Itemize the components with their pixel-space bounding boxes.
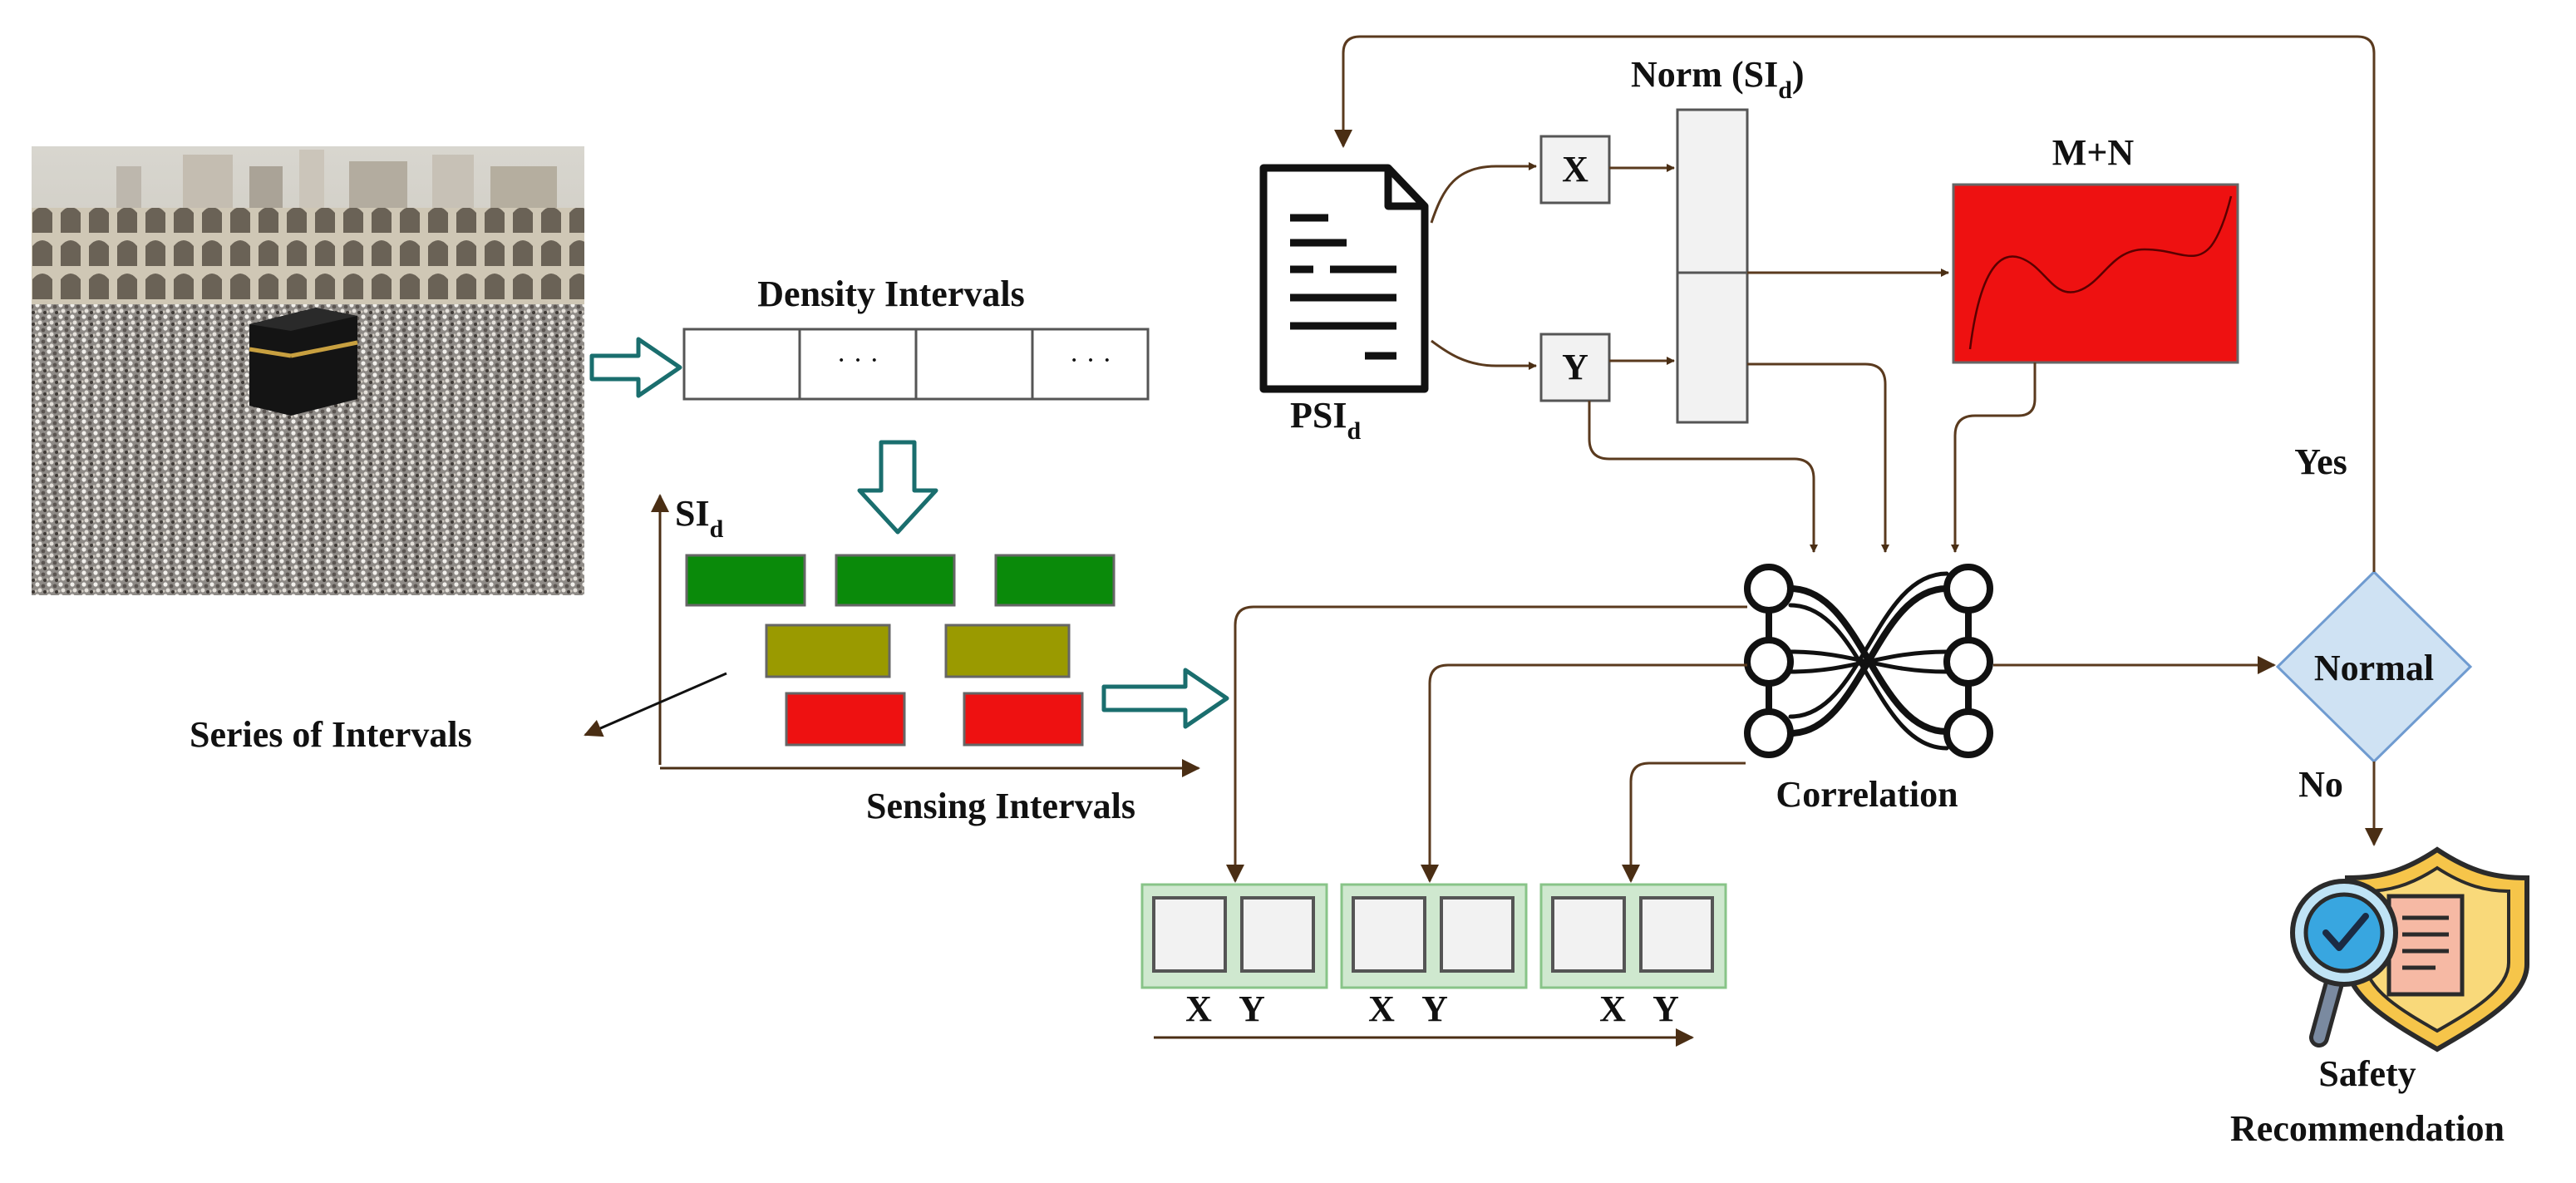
- safety-label-line2: Recommendation: [2230, 1108, 2505, 1149]
- teal-arrow-right-1: [589, 337, 682, 398]
- interval-row-olive: [765, 624, 1071, 678]
- m-plus-n-label: M+N: [2052, 132, 2135, 173]
- pair-3-y-label: Y: [1652, 988, 1679, 1029]
- photo-of-crowd: [32, 146, 584, 595]
- red-interval-2: [963, 692, 1084, 747]
- correlation-label: Correlation: [1776, 774, 1958, 815]
- flow-corr-to-pair-3: [1622, 762, 1746, 883]
- norm-column: [1676, 108, 1749, 424]
- series-of-intervals-label: Series of Intervals: [190, 714, 472, 755]
- flow-corr-to-pair-2: [1421, 663, 1747, 883]
- flow-doc-to-x: [1430, 162, 1537, 224]
- flow-doc-to-y: [1431, 339, 1537, 370]
- pair-2-x-label: X: [1368, 988, 1395, 1029]
- neural-network-icon: [1744, 564, 1993, 758]
- y-box-label: Y: [1562, 347, 1588, 387]
- flow-yes-feedback: [1334, 35, 2376, 572]
- red-interval-1: [785, 692, 906, 747]
- series-pointer-arrow: [584, 672, 727, 737]
- pair-2-y-label: Y: [1421, 988, 1448, 1029]
- density-dots-2: · · ·: [1070, 345, 1112, 376]
- pair-1-x-label: X: [1185, 988, 1212, 1029]
- green-interval-2: [835, 554, 956, 607]
- no-label: No: [2298, 764, 2343, 805]
- flow-y-to-corr: [1588, 401, 1818, 553]
- green-interval-3: [994, 554, 1116, 607]
- interval-row-red: [785, 692, 1084, 747]
- psid-label: PSId: [1290, 395, 1361, 445]
- normal-label: Normal: [2314, 648, 2434, 688]
- document-icon: [1259, 164, 1429, 393]
- shield-magnifier-icon: [2290, 846, 2529, 1052]
- xy-pair-1: [1140, 883, 1328, 989]
- teal-arrow-down: [857, 440, 938, 535]
- pair-1-y-label: Y: [1239, 988, 1265, 1029]
- y-box: [1539, 333, 1611, 402]
- x-box: [1539, 135, 1611, 205]
- m-plus-n-chart: [1952, 183, 2239, 364]
- sensing-intervals-label: Sensing Intervals: [866, 786, 1135, 826]
- density-interval-bar: [682, 328, 1150, 401]
- flow-corr-to-pair-1: [1226, 605, 1747, 883]
- density-dots-1: · · ·: [837, 345, 879, 376]
- sid-axes: [651, 494, 1200, 777]
- green-interval-1: [685, 554, 806, 607]
- olive-interval-2: [944, 624, 1071, 678]
- flow-mn-to-corr: [1951, 362, 2037, 553]
- interval-row-green: [685, 554, 1116, 607]
- xy-pair-2: [1340, 883, 1528, 989]
- norm-sid-label: Norm (SId): [1631, 54, 1805, 104]
- safety-label-line1: Safety: [2318, 1053, 2416, 1094]
- flow-norm-to-corr: [1747, 362, 1889, 553]
- olive-interval-1: [765, 624, 891, 678]
- pair-3-x-label: X: [1599, 988, 1626, 1029]
- yes-label: Yes: [2294, 441, 2347, 482]
- sid-axis-label: SId: [675, 493, 724, 543]
- teal-arrow-right-2: [1101, 668, 1229, 729]
- x-box-label: X: [1562, 149, 1588, 190]
- density-intervals-title: Density Intervals: [757, 274, 1024, 314]
- xy-pair-3: [1539, 883, 1727, 989]
